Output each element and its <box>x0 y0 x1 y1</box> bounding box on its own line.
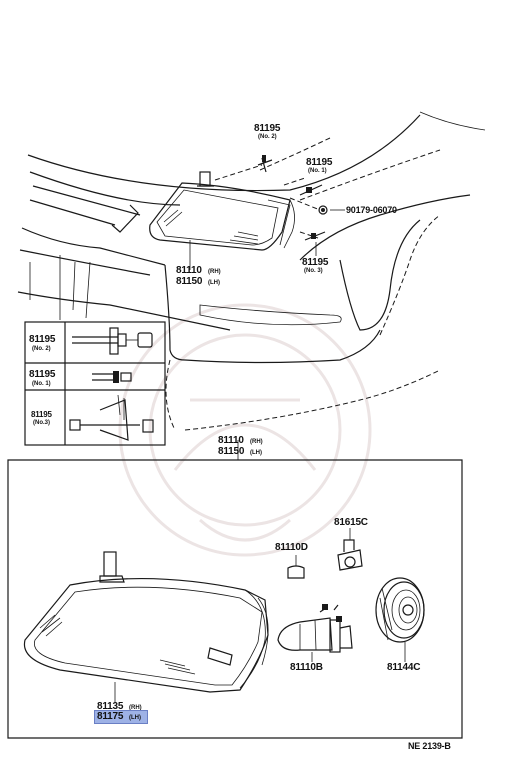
label-lens-rh-sub: (RH) <box>129 705 142 711</box>
assembly-box <box>7 440 463 739</box>
box-header-rh-sub: (RH) <box>250 439 263 445</box>
box-header-lh-number: 81150 <box>218 446 245 457</box>
watermark-emblem <box>118 303 372 557</box>
car-body-outline <box>17 111 486 431</box>
label-headlamp-rh-number: 81110 <box>176 265 202 276</box>
legend-table <box>24 321 166 446</box>
label-lens-lh-sub: (LH) <box>129 715 141 721</box>
label-lens-rh-number: 81135 <box>97 701 124 712</box>
small-bulb <box>287 555 305 579</box>
clip-fasteners <box>257 155 345 256</box>
label-nut-number: 90179-06070 <box>346 205 397 215</box>
figure-code: NE 2139-B <box>408 741 451 751</box>
headlamp-installed <box>149 137 331 270</box>
label-clip-no2-number: 81195 <box>254 123 281 134</box>
label-headlamp-rh-sub: (RH) <box>208 269 221 275</box>
label-headlamp-lh-number: 81150 <box>176 276 203 287</box>
socket <box>337 528 363 571</box>
legend-row3-number: 81195 <box>31 410 52 419</box>
legend-row2-number: 81195 <box>29 369 56 380</box>
legend-row1-number: 81195 <box>29 334 56 345</box>
main-bulb <box>277 604 353 662</box>
label-clip-no3-number: 81195 <box>302 257 329 268</box>
label-bulb-81110b: 81110B <box>290 662 323 673</box>
box-header-rh-number: 81110 <box>218 435 244 446</box>
legend-row2-sub: (No. 1) <box>32 381 51 387</box>
legend-row1-sub: (No. 2) <box>32 346 51 352</box>
label-socket-81615c: 81615C <box>334 517 368 528</box>
rubber-cover <box>375 577 425 662</box>
label-lens-lh-number[interactable]: 81175 <box>97 711 124 722</box>
label-headlamp-lh-sub: (LH) <box>208 280 220 286</box>
lens-lh-highlight[interactable] <box>94 710 148 724</box>
label-clip-no2-sub: (No. 2) <box>258 134 277 140</box>
box-header-lh-sub: (LH) <box>250 450 262 456</box>
label-clip-no1-number: 81195 <box>306 157 333 168</box>
label-clip-no1-sub: (No. 1) <box>308 168 327 174</box>
label-cover-81144c: 81144C <box>387 662 421 673</box>
headlamp-lens-exploded <box>23 551 269 702</box>
label-clip-no3-sub: (No. 3) <box>304 268 323 274</box>
label-bulb-81110d: 81110D <box>275 542 308 553</box>
legend-row3-sub: (No.3) <box>33 420 50 426</box>
